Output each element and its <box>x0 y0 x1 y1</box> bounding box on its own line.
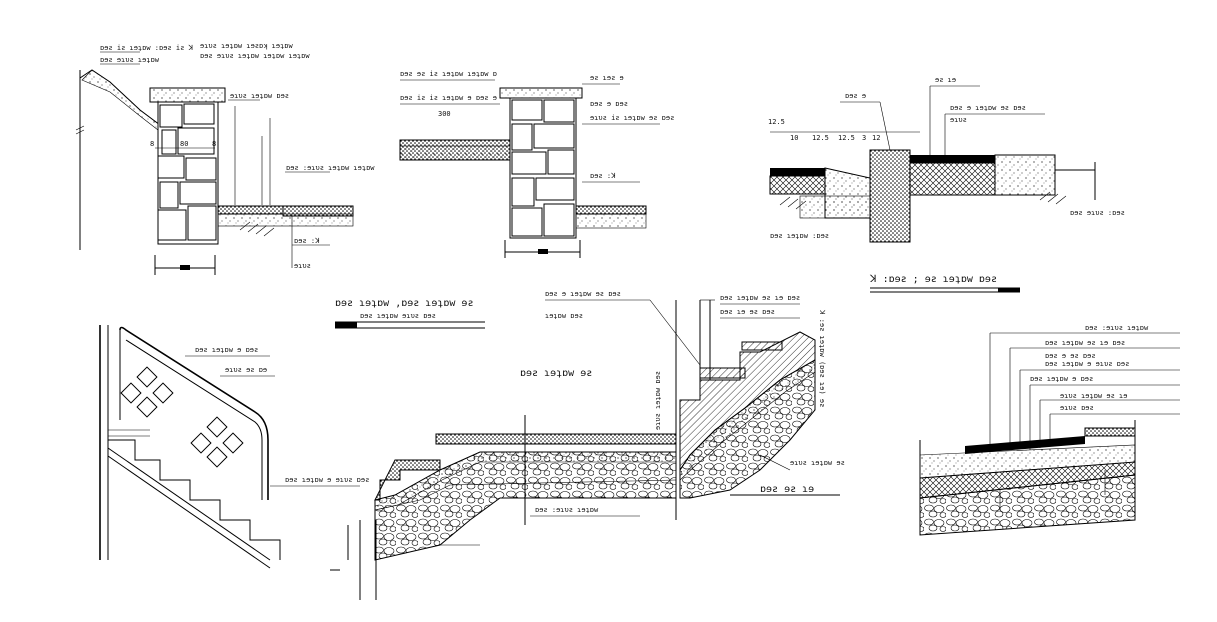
detail-f-stair-section: ꓘ :ɘƨ ɿɘʇɒw (ɒɘƨ ɿɘ) ɘƨ ɒɘƨ ɘƨ ɿɘ ɒɘƨ ɘ … <box>545 290 845 499</box>
detail-d-railing-elevation: ɒɘƨ ɿɘʇɒw ɘ ɒɘƨ ɘɿυƨ ɘƨ ɒɘ ɒɘƨ ɿɘʇɒw ɘ ɘ… <box>99 325 369 571</box>
detail-a-leader-6: ɒɘƨ :ɘɿυƨ ɿɘʇɒw ɿɘʇɒw <box>286 164 375 172</box>
detail-g-paving-section: ɒɘƨ :ɘɿυƨ ɿɘʇɒw ɒɘƨ ɿɘʇɒw ɘƨ ɿɘ ɒɘƨ ɒɘƨ … <box>919 324 1180 536</box>
detail-c-leader-3: ɘɿυƨ <box>950 116 967 124</box>
detail-a-dim-mid: 80 <box>180 140 188 148</box>
detail-a-leader-5: ɘɿυƨ ɿɘʇɒw ɒɘƨ <box>230 92 289 100</box>
detail-c-leader-4: ɒɘƨ ɘ <box>845 92 866 100</box>
detail-a-leader-4: ɒɘƨ ɘɿυƨ ɿɘʇɒw ɿɘʇɒw ɿɘʇɒw <box>200 52 310 60</box>
detail-a-leader-2: ɒɘƨ ɘɿυƨ ɿɘʇɒw <box>100 56 160 64</box>
detail-c-leaders: ɘƨ ɿɘ ɒɘƨ ɘ ɿɘʇɒw ɘƨ ɒɘƨ ɘɿυƨ ɒɘƨ ɘ ɒɘƨ … <box>770 76 1125 240</box>
detail-c-leader-5: ɒɘƨ ɿɘʇɒw :ɒɘƨ <box>770 232 829 240</box>
detail-g-leader-5: ɘɿυƨ ɿɘʇɒw ɘƨ ɿɘ <box>1060 392 1127 400</box>
detail-c-dim-2: 12.5 <box>812 134 829 142</box>
detail-c-dim-6: 12.5 <box>768 118 785 126</box>
detail-b-leader-6: ɒɘƨ :ꓘ <box>590 172 616 180</box>
detail-f-leaders: ɒɘƨ ɘ ɿɘʇɒw ɘƨ ɒɘƨ ɒɘƨ ɿɘʇɒw ɘƨ ɿɘ ɒɘƨ ɒ… <box>545 290 845 467</box>
detail-a-wall-section: 8 80 8 ɒɘƨ iƨ ɿɘʇɒw :ɒɘƨ iƨ ꓘ ɒɘƨ ɘɿυƨ ɿ… <box>75 42 375 275</box>
detail-g-leader-7: ɒɘƨ ɿɘʇɒw ɘ ɘɿυƨ ɒɘƨ <box>1045 360 1129 368</box>
detail-d-leader-3: ɒɘƨ ɿɘʇɒw ɘ ɘɿυƨ ɒɘƨ <box>285 476 369 484</box>
detail-a-leader-7: ɒɘƨ :ꓘ <box>294 237 320 245</box>
detail-f-leader-4: ɘɿυƨ ɿɘʇɒw ɘƨ <box>790 459 845 467</box>
detail-e-stair-section: ɒɘƨ ɿɘʇɒw ,ɒɘƨ ɿɘʇɒw ɘƨ ɒɘƨ ɿɘʇɒw ɘɿυƨ ɒ… <box>335 298 677 600</box>
detail-e-right-label: ɿɘʇɒw ɒɘƨ <box>545 312 583 320</box>
detail-c-leader-1: ɘƨ ɿɘ <box>935 76 956 84</box>
detail-b-leader-3: ɒɘƨ iƨ iƨ ɿɘʇɒw ɘ ɒɘƨ ɘ <box>400 94 497 102</box>
detail-f-vertical-title: ꓘ :ɘƨ ɿɘʇɒw (ɒɘƨ ɿɘ) ɘƨ <box>818 309 826 407</box>
detail-f-leader-2: ɒɘƨ ɿɘʇɒw ɘƨ ɿɘ ɒɘƨ <box>720 294 800 302</box>
detail-a-leader-3: ɘɿυƨ ɿɘʇɒw ɿɘƨɒʞ ɿɘʇɒw <box>200 42 294 50</box>
detail-b-leader-2: ɒɘƨ ɘƨ iƨ ɿɘʇɒw ɿɘʇɒw ɒ <box>400 70 497 78</box>
detail-d-leaders: ɒɘƨ ɿɘʇɒw ɘ ɒɘƨ ɘɿυƨ ɘƨ ɒɘ ɒɘƨ ɿɘʇɒw ɘ ɘ… <box>185 346 369 487</box>
detail-b-leader-4: ɒɘƨ ɘ ɒɘƨ <box>590 100 628 108</box>
detail-f-title: ɒɘƨ ɘƨ ɿɘ <box>760 484 814 495</box>
detail-a-leaders: ɒɘƨ iƨ ɿɘʇɒw :ɒɘƨ iƨ ꓘ ɒɘƨ ɘɿυƨ ɿɘʇɒw ɘɿ… <box>100 42 375 270</box>
detail-e-side-label: ɘɿυƨ ɿɘʇɒw ɒɘƨ <box>654 371 662 430</box>
detail-c-curb-section: 10 12.5 12.5 3 12 12.5 ɘƨ ɿɘ ɒɘƨ ɘ ɿɘʇɒw… <box>768 76 1125 293</box>
detail-e-subtitle: ɒɘƨ ɿɘʇɒw ɘɿυƨ ɒɘƨ <box>360 312 436 320</box>
detail-b-leader-1: ɘƨ ɿɘƨ ɘ <box>590 74 624 82</box>
detail-b-wall-section: 300 ɘƨ ɿɘƨ ɘ ɒɘƨ ɘƨ iƨ ɿɘʇɒw ɿɘʇɒw ɒ ɒɘƨ… <box>399 70 674 258</box>
detail-b-dim: 300 <box>438 110 451 118</box>
detail-g-leader-1: ɒɘƨ :ɘɿυƨ ɿɘʇɒw <box>1085 324 1149 332</box>
detail-c-dim-1: 10 <box>790 134 798 142</box>
detail-c-dim-3: 12.5 <box>838 134 855 142</box>
detail-c-leader-2: ɒɘƨ ɘ ɿɘʇɒw ɘƨ ɒɘƨ <box>950 104 1026 112</box>
detail-c-title: ꓘ :ɒɘƨ ; ɘƨ ɿɘʇɒw ɒɘƨ <box>869 274 997 285</box>
detail-a-leader-1: ɒɘƨ iƨ ɿɘʇɒw :ɒɘƨ iƨ ꓘ <box>100 44 193 52</box>
detail-e-center-label: ɒɘƨ ɿɘʇɒw ɘƨ <box>520 368 592 379</box>
detail-e-bottom-note: ɒɘƨ :ɘɿυƨ ɿɘʇɒw <box>535 506 599 514</box>
detail-f-leader-3: ɒɘƨ ɿɘ ɘƨ ɒɘƨ <box>720 308 775 316</box>
detail-e-title: ɒɘƨ ɿɘʇɒw ,ɒɘƨ ɿɘʇɒw ɘƨ <box>335 298 473 309</box>
detail-a-leader-8: ɘɿυƨ <box>294 262 311 270</box>
detail-g-leader-2: ɒɘƨ ɿɘʇɒw ɘƨ ɿɘ ɒɘƨ <box>1045 339 1125 347</box>
detail-a-dim-left: 8 <box>150 140 154 148</box>
detail-c-dim-4: 3 <box>862 134 866 142</box>
detail-g-leaders: ɒɘƨ :ɘɿυƨ ɿɘʇɒw ɒɘƨ ɿɘʇɒw ɘƨ ɿɘ ɒɘƨ ɒɘƨ … <box>989 324 1180 450</box>
detail-b-leader-5: ɘɿυƨ iƨ ɿɘʇɒw ɘƨ ɒɘƨ <box>590 114 674 122</box>
detail-c-leader-6: ɒɘƨ ɘɿυƨ :ɒɘƨ <box>1070 209 1125 217</box>
detail-f-leader-1: ɒɘƨ ɘ ɿɘʇɒw ɘƨ ɒɘƨ <box>545 290 621 298</box>
detail-d-leader-1: ɒɘƨ ɿɘʇɒw ɘ ɒɘƨ <box>195 346 258 354</box>
detail-g-leader-6: ɘɿυƨ ɒɘƨ <box>1060 404 1094 412</box>
detail-g-leader-4: ɒɘƨ ɿɘʇɒw ɘ ɒɘƨ <box>1030 375 1093 383</box>
detail-g-leader-3: ɒɘƨ ɘ ɘƨ ɒɘƨ <box>1045 352 1096 360</box>
detail-d-leader-2: ɘɿυƨ ɘƨ ɒɘ <box>225 366 267 374</box>
detail-a-dim-right: 8 <box>212 140 216 148</box>
detail-c-dim-5: 12 <box>872 134 880 142</box>
detail-b-leaders: ɘƨ ɿɘƨ ɘ ɒɘƨ ɘƨ iƨ ɿɘʇɒw ɿɘʇɒw ɒ ɒɘƨ iƨ … <box>400 70 674 183</box>
